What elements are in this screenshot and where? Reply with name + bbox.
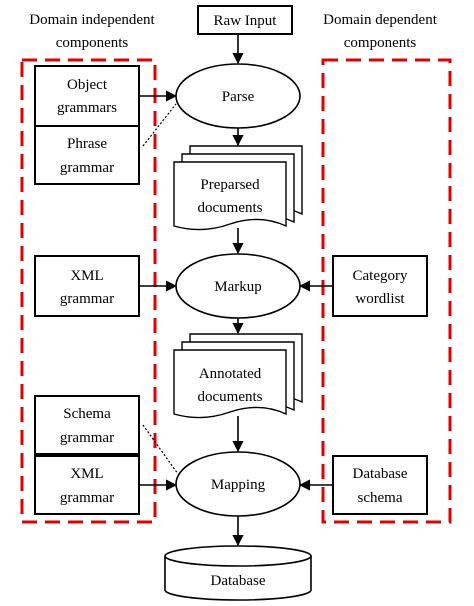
phrase-grammar-box	[34, 125, 140, 185]
preparsed-documents	[173, 145, 303, 231]
database-schema-line2: schema	[358, 490, 403, 506]
domain-dependent-group	[321, 58, 452, 524]
annotated-label-line2: documents	[198, 389, 263, 405]
parse-label: Parse	[222, 89, 255, 105]
xml-grammar-box-1	[34, 255, 140, 317]
object-grammars-line2: grammars	[57, 100, 117, 116]
raw-input-box	[197, 5, 293, 35]
xml-grammar-1-line1: XML	[70, 268, 103, 284]
raw-input-label: Raw Input	[214, 13, 278, 29]
database-schema-line1: Database	[353, 466, 408, 482]
annotated-label-line1: Annotated	[199, 366, 262, 382]
category-wordlist-line2: wordlist	[355, 291, 405, 307]
annotated-documents	[173, 333, 303, 419]
object-grammars-box	[34, 65, 140, 127]
database-cylinder	[164, 545, 312, 601]
schema-grammar-line1: Schema	[63, 406, 111, 422]
category-wordlist-box	[332, 255, 428, 317]
preparsed-label-line1: Preparsed	[200, 177, 260, 193]
preparsed-doc-front	[173, 161, 287, 231]
right-group-header-line2: components	[344, 35, 417, 51]
xml-grammar-box-2	[34, 455, 140, 515]
right-group-header-line1: Domain dependent	[323, 12, 438, 28]
database-top	[164, 545, 312, 567]
phrase-grammar-line2: grammar	[60, 160, 114, 176]
object-grammars-line1: Object	[67, 77, 108, 93]
left-group-header-line2: components	[56, 35, 129, 51]
markup-label: Markup	[214, 279, 262, 295]
preparsed-label-line2: documents	[198, 200, 263, 216]
schema-grammar-line2: grammar	[60, 430, 114, 446]
phrase-grammar-line1: Phrase	[67, 136, 107, 152]
database-label: Database	[211, 573, 266, 589]
xml-grammar-2-line2: grammar	[60, 490, 114, 506]
database-body	[164, 556, 312, 601]
xml-grammar-2-line1: XML	[70, 466, 103, 482]
annotated-doc-front	[173, 349, 287, 419]
dotted-schema-grammar-to-mapping	[142, 424, 179, 475]
left-group-header-line1: Domain independent	[29, 12, 155, 28]
category-wordlist-line1: Category	[353, 268, 408, 284]
xml-grammar-1-line2: grammar	[60, 291, 114, 307]
dotted-phrase-grammar-to-parse	[142, 103, 177, 147]
schema-grammar-box	[34, 395, 140, 455]
mapping-label: Mapping	[211, 477, 266, 493]
